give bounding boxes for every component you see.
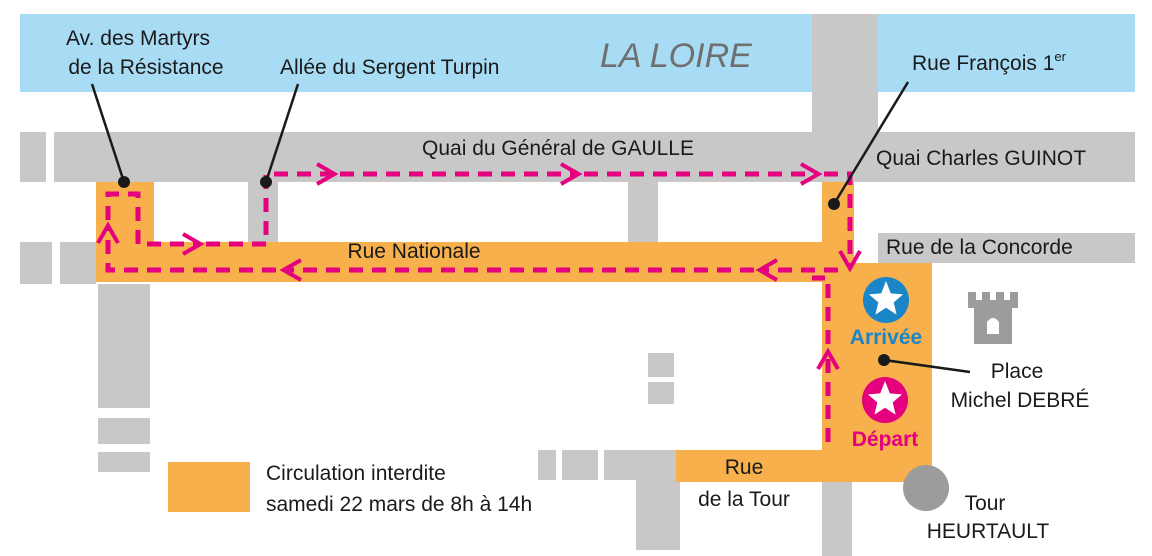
street-tour-left-1 — [538, 450, 556, 480]
label-rue-nationale: Rue Nationale — [347, 240, 480, 263]
closed-area — [96, 182, 932, 482]
label-tour-1: Tour — [965, 492, 1006, 515]
street-tour-left-3 — [604, 450, 636, 480]
leader-dot-francois — [828, 198, 840, 210]
street-concorde — [878, 233, 1135, 263]
route — [96, 162, 862, 442]
street-left-vertical — [98, 284, 150, 408]
legend-line-2: samedi 22 mars de 8h à 14h — [266, 493, 532, 516]
label-place-1: Place — [991, 360, 1044, 383]
route-nationale-west-3 — [96, 221, 276, 273]
leader-dot-martyrs — [118, 176, 130, 188]
street-block-1 — [648, 353, 674, 377]
street-tour-left-2 — [562, 450, 598, 480]
river-label: LA LOIRE — [600, 37, 752, 75]
leader-lines — [90, 81, 971, 374]
leader-turpin — [264, 83, 300, 183]
label-quai-gaulle: Quai du Général de GAULLE — [422, 137, 694, 160]
route-quai-east-3 — [824, 171, 862, 273]
arrivee-label: Arrivée — [850, 326, 922, 349]
depart-star-icon — [867, 381, 903, 415]
street-left-stub-2 — [60, 242, 96, 284]
gray-streets — [20, 14, 1135, 556]
castle-icon — [968, 292, 1018, 344]
closed-nationale — [96, 242, 854, 282]
leader-dot-place — [878, 354, 890, 366]
label-rue-francois-main: Rue François 1 — [912, 52, 1054, 75]
tour-heurtault-icon — [903, 465, 949, 511]
closed-tour — [676, 450, 932, 482]
legend-swatch — [168, 462, 250, 512]
leader-francois — [832, 81, 910, 205]
label-av-martyrs-2: de la Résistance — [68, 56, 223, 79]
street-quai-left-stub — [20, 132, 46, 182]
label-rue-tour-2: de la Tour — [698, 488, 790, 511]
leader-martyrs — [90, 83, 126, 183]
label-allee-turpin: Allée du Sergent Turpin — [280, 56, 499, 79]
street-block-2 — [648, 382, 674, 404]
route-north-continue — [812, 275, 831, 344]
street-vertical-francois — [812, 14, 878, 134]
street-bottom-vertical — [822, 480, 852, 556]
street-left-stub-1 — [20, 242, 52, 284]
label-rue-concorde: Rue de la Concorde — [886, 236, 1073, 259]
route-martyrs-loop — [105, 191, 205, 256]
label-rue-tour-1: Rue — [725, 456, 764, 479]
depart-label: Départ — [852, 428, 919, 451]
label-rue-francois: Rue François 1er — [912, 49, 1067, 75]
arrivee-marker — [863, 277, 909, 323]
street-left-stub-4 — [98, 452, 150, 472]
label-rue-francois-sup: er — [1054, 49, 1066, 64]
label-place-2: Michel DEBRÉ — [951, 389, 1090, 412]
river-area — [20, 14, 1135, 92]
label-av-martyrs-1: Av. des Martyrs — [66, 27, 210, 50]
leader-place — [883, 358, 971, 374]
leader-dot-turpin — [260, 176, 272, 188]
route-to-turpin — [206, 162, 339, 247]
leader-dots — [118, 176, 890, 366]
depart-marker — [862, 377, 908, 423]
legend-line-1: Circulation interdite — [266, 462, 446, 485]
street-tour-cross — [636, 450, 680, 550]
street-mid-connector — [628, 180, 658, 242]
label-quai-guinot: Quai Charles GUINOT — [876, 147, 1086, 170]
street-turpin-connector — [248, 180, 278, 242]
label-tour-2: HEURTAULT — [927, 520, 1050, 543]
street-left-stub-3 — [98, 418, 150, 444]
arrivee-star-icon — [868, 281, 904, 315]
